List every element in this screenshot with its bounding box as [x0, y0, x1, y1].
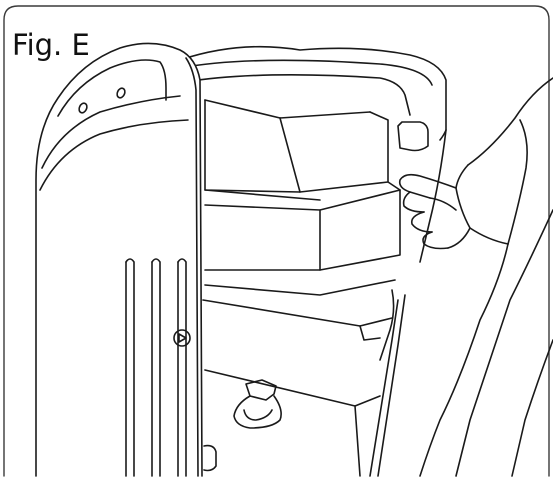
figure-frame: [4, 6, 549, 476]
arrow-button: [174, 330, 190, 346]
appliance-body: [180, 47, 446, 476]
hand: [400, 78, 553, 476]
appliance-door: [36, 43, 216, 476]
water-tank: [205, 100, 400, 295]
figure-label: Fig. E: [12, 28, 90, 62]
tank-handle: [234, 380, 281, 428]
